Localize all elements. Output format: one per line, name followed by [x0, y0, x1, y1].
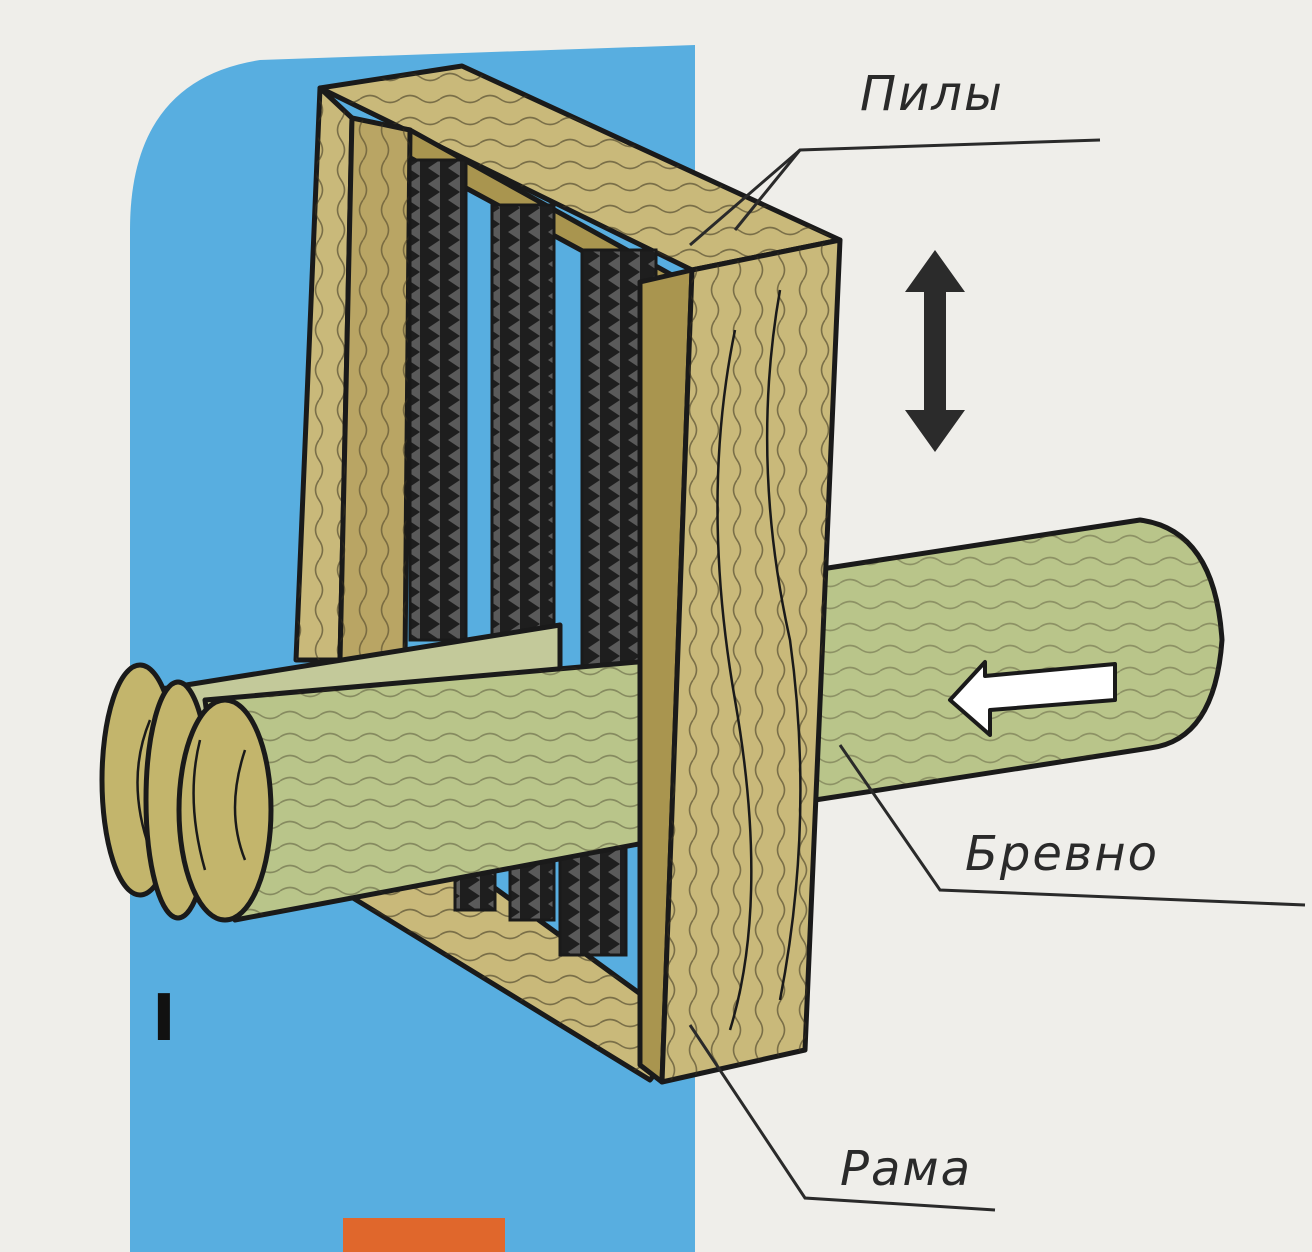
log-sawn [99, 622, 663, 923]
figure-number: I [152, 982, 176, 1056]
label-log: Бревно [965, 826, 1159, 882]
double-arrow-vertical-icon [905, 250, 965, 452]
log-incoming [812, 517, 1225, 803]
leader-lines [688, 138, 1306, 1212]
saw-blade-1 [408, 158, 468, 642]
label-saws: Пилы [860, 66, 1004, 122]
saw-blade-2 [490, 203, 556, 677]
leader-line-frame [688, 1024, 996, 1212]
label-frame: Рама [840, 1141, 972, 1197]
arrow-left-icon [948, 660, 1117, 737]
log-end-face-2 [176, 697, 274, 923]
orange-block [343, 1218, 505, 1252]
leader-line-log [838, 744, 1306, 907]
frame-front-post [637, 237, 843, 1085]
